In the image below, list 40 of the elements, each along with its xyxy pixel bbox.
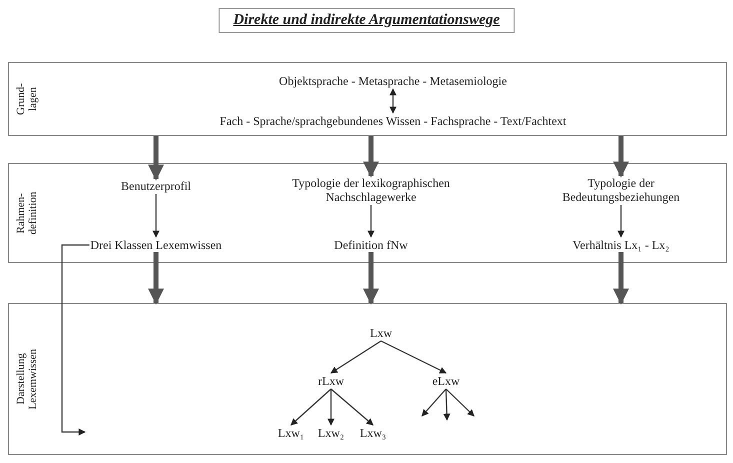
arrow	[446, 388, 474, 416]
concept-label: Verhältnis Lx₁ - Lx₂	[572, 238, 670, 252]
block-arrow	[613, 252, 629, 305]
concept-label: eLxw	[432, 374, 460, 388]
concept-label: Benutzerprofil	[121, 179, 191, 193]
concept-label: Objektsprache - Metasprache - Metasemiologie	[279, 74, 507, 88]
arrow	[443, 388, 450, 421]
band-heading: Darstellung Lexemwissen	[15, 348, 39, 412]
arrow	[290, 388, 332, 426]
concept-label: Lxw₂	[318, 426, 344, 440]
arrow	[61, 244, 90, 436]
arrow	[380, 340, 447, 374]
concept-label: Drei Klassen Lexemwissen	[90, 238, 222, 252]
block-arrow	[363, 252, 379, 305]
double-arrow	[390, 88, 396, 114]
concept-label: Fach - Sprache/sprachgebundenes Wissen - Fachsprache - Text/Fachtext	[220, 114, 566, 128]
concept-label: Typologie der lexikographischen Nachschlagewerke	[266, 176, 476, 204]
arrow	[152, 194, 160, 238]
band-panel	[8, 303, 727, 455]
arrow	[330, 388, 374, 426]
block-arrow	[148, 252, 164, 305]
arrow	[328, 389, 334, 426]
concept-label: Typologie der Bedeutungsbeziehungen	[536, 176, 706, 204]
arrow	[422, 388, 446, 417]
diagram-title: Direkte und indirekte Argumentationswege	[218, 8, 515, 33]
block-arrow	[613, 136, 629, 178]
concept-label: Lxw₃	[360, 426, 386, 440]
concept-label: Definition fNw	[334, 238, 408, 252]
block-arrow	[148, 136, 164, 181]
arrow	[618, 205, 624, 238]
concept-label: Lxw	[370, 326, 392, 340]
band-heading: Grund- lagen	[15, 82, 39, 117]
arrow	[368, 205, 374, 238]
concept-label: Lxw₁	[278, 426, 304, 440]
concept-label: rLxw	[318, 374, 344, 388]
band-panel	[8, 163, 727, 263]
arrow	[330, 340, 382, 374]
band-panel	[8, 62, 727, 136]
block-arrow	[363, 136, 379, 178]
band-heading: Rahmen- definition	[15, 190, 39, 236]
